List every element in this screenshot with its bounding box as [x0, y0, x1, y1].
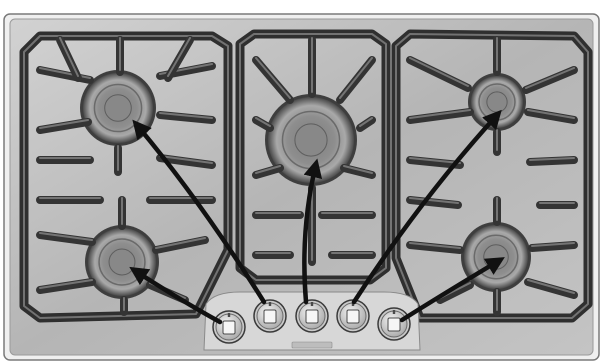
control-knob-5[interactable]: [378, 308, 410, 340]
knob-indicator: [311, 302, 313, 306]
control-panel: [204, 292, 420, 350]
knob-indicator: [393, 310, 395, 314]
control-knob-3[interactable]: [296, 300, 328, 332]
knob-indicator: [269, 302, 271, 306]
burner-right-rear: [468, 73, 526, 131]
control-knob-1[interactable]: [213, 311, 245, 343]
knob-indicator: [228, 313, 230, 317]
control-knob-4[interactable]: [337, 300, 369, 332]
control-knob-2[interactable]: [254, 300, 286, 332]
brand-logo: [292, 342, 332, 348]
